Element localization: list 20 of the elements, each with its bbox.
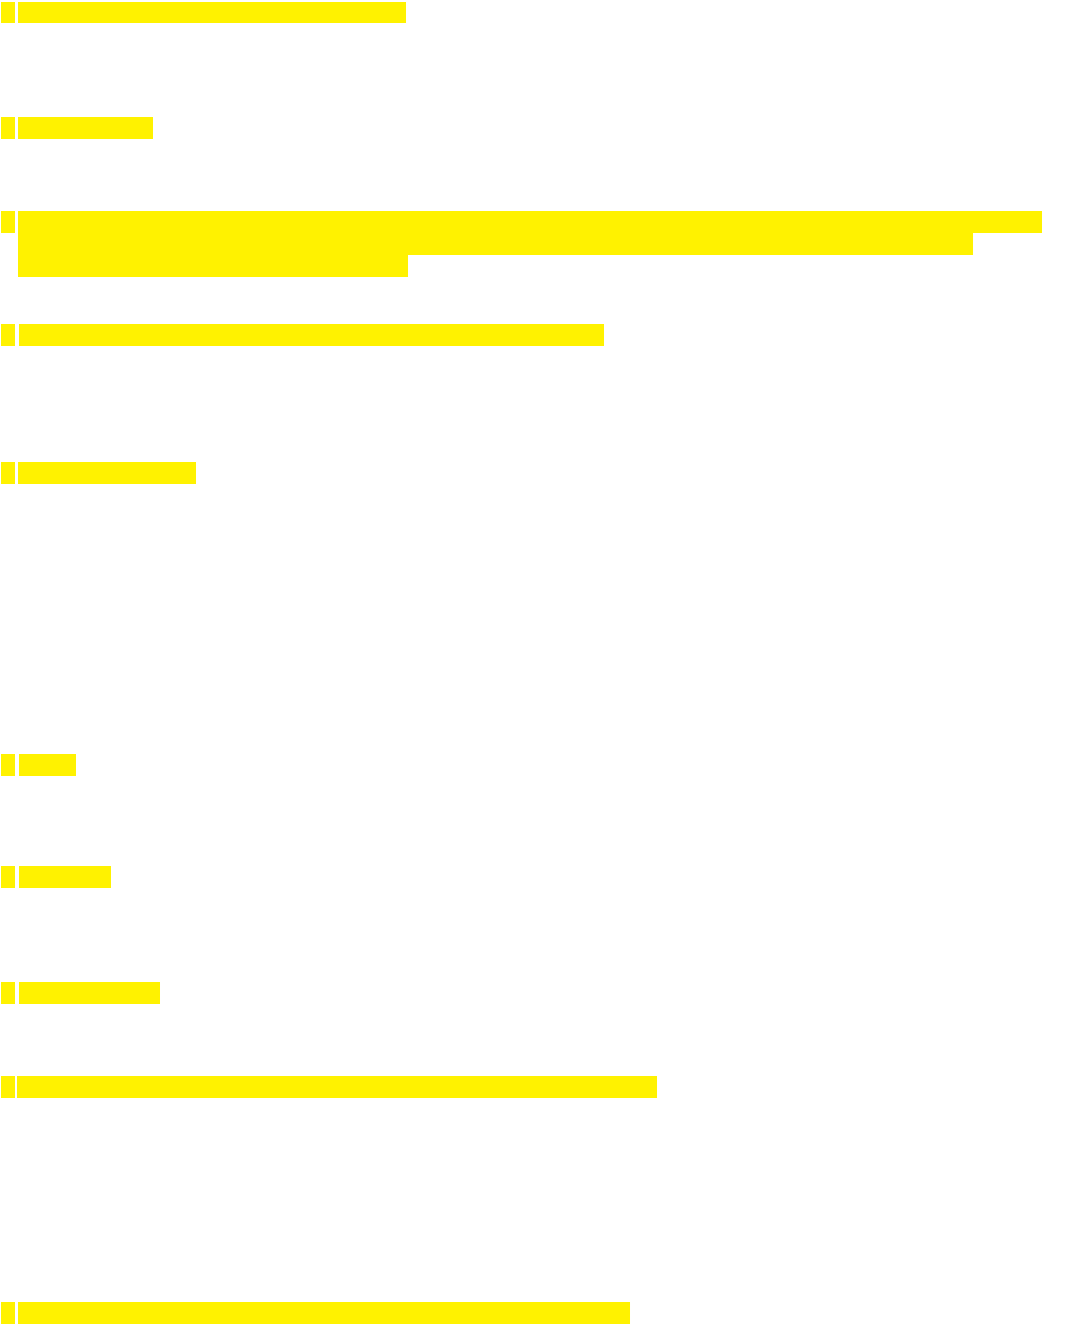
highlight-bar [1,462,15,484]
highlight-bar [17,1076,657,1098]
highlight-bar [18,211,1042,277]
highlight-bar [1,324,15,346]
highlight-bar [1,2,15,23]
highlight-bar [19,866,111,888]
highlight-bar [18,117,153,139]
highlight-bar [1,866,15,888]
highlight-bar [18,2,406,23]
highlight-bar [1,982,15,1004]
highlight-bar [19,324,604,346]
highlight-bar [19,754,76,776]
highlight-bar [1,1076,15,1098]
highlight-bar [18,462,196,484]
highlight-bar [1,754,15,776]
highlight-bar [1,211,15,233]
highlight-bar [1,117,15,139]
highlight-bar [18,1302,630,1324]
highlight-bar [1,1302,15,1324]
highlight-bar [19,982,160,1004]
